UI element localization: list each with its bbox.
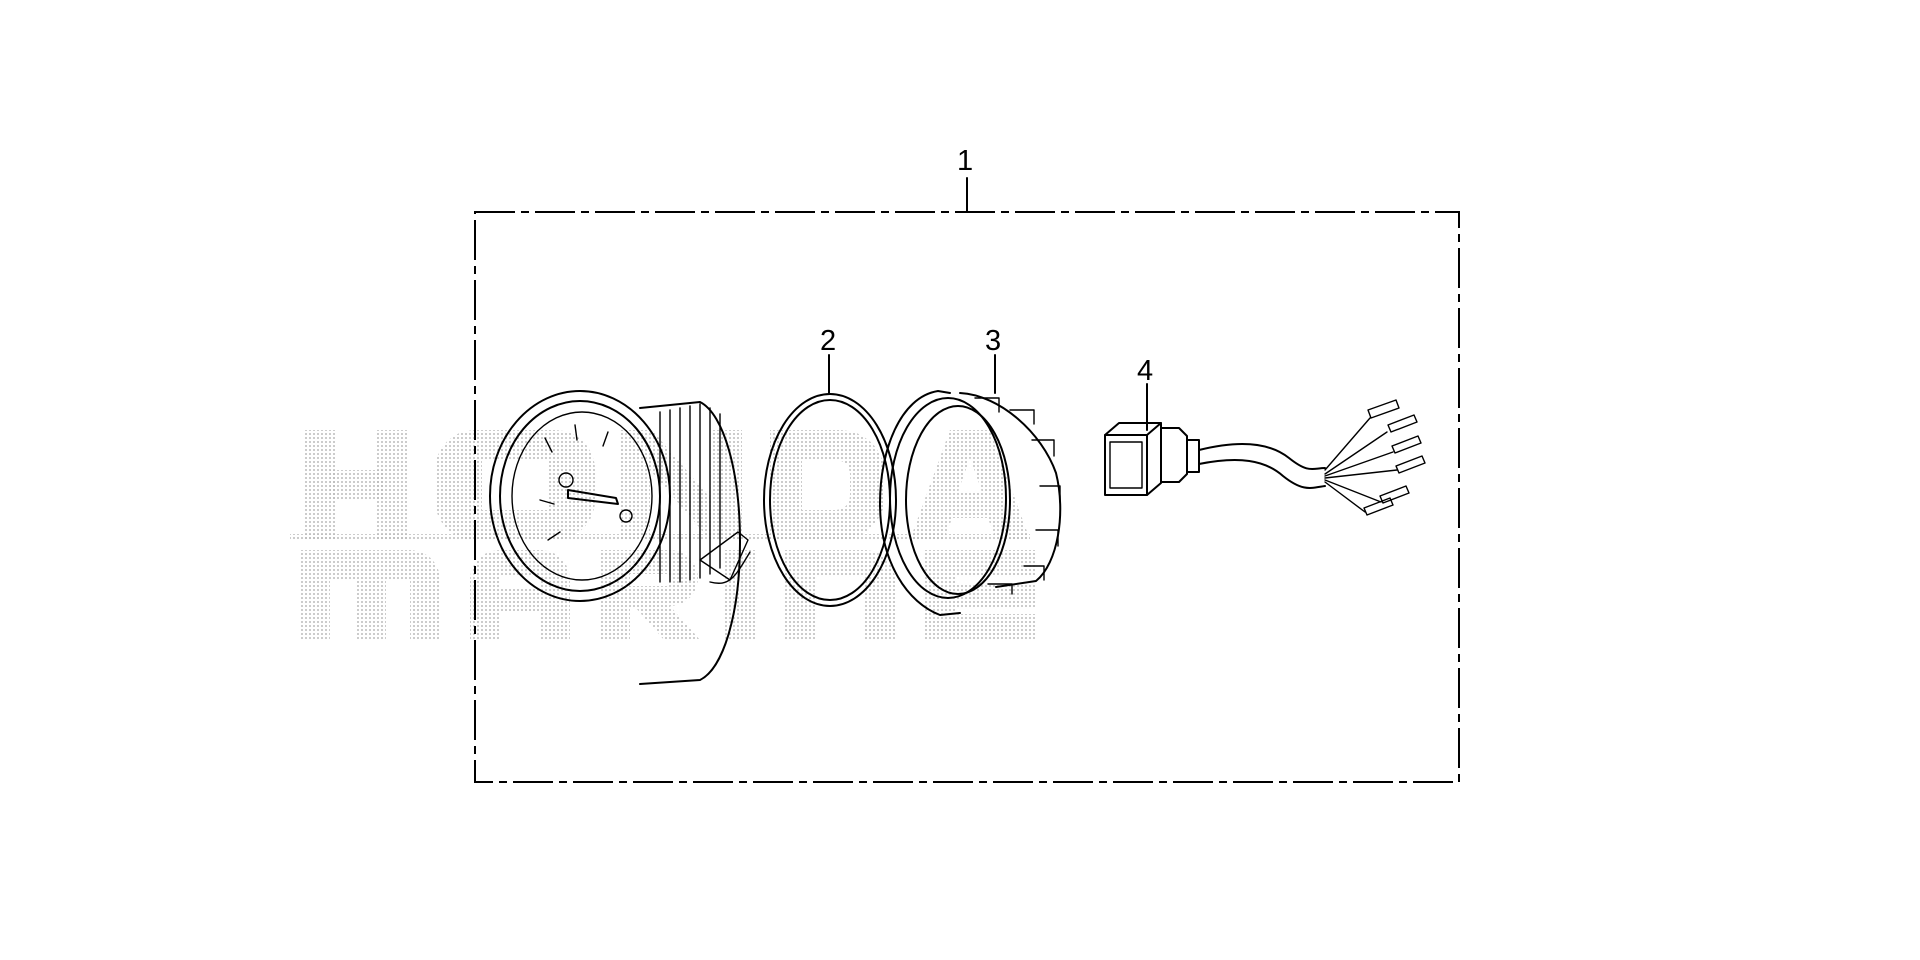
wire-harness: [1104, 383, 1426, 516]
callout-2: 2: [820, 325, 836, 357]
kit-boundary: [474, 177, 1460, 783]
watermark-logo: [290, 430, 1035, 640]
callout-3: 3: [985, 325, 1001, 357]
callout-1: 1: [957, 145, 973, 177]
mounting-nut: [879, 354, 1062, 616]
callout-4: 4: [1137, 355, 1153, 387]
gauge-body: [489, 390, 751, 685]
